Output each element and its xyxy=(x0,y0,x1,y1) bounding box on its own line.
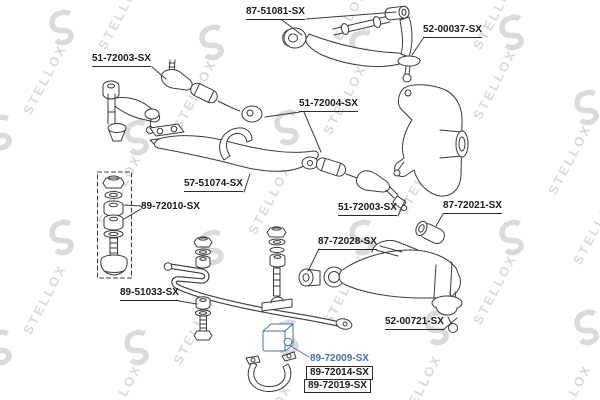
part-callout-87-72021-sx[interactable]: 87-72021-SX xyxy=(443,200,502,214)
part-callout-89-51033-sx[interactable]: 89-51033-SX xyxy=(120,287,179,301)
steering-knuckle-drawing xyxy=(393,84,469,197)
part-callout-89-72019-sx[interactable]: 89-72019-SX xyxy=(304,379,371,393)
tie-rod-end-right-drawing xyxy=(315,157,407,211)
lower-control-arm-drawing xyxy=(298,220,463,333)
stabilizer-bar-drawing xyxy=(163,262,353,330)
part-callout-89-72014-sx[interactable]: 89-72014-SX xyxy=(306,366,373,380)
part-callout-51-72003-sx-left[interactable]: 51-72003-SX xyxy=(92,53,151,67)
stabilizer-bracket-drawing xyxy=(245,351,297,392)
lower-arm-rear-bushing-drawing xyxy=(415,220,445,245)
part-callout-52-00037-sx[interactable]: 52-00037-SX xyxy=(423,24,482,38)
stabilizer-link-left-drawing xyxy=(193,236,213,341)
mounting-kit-dashed-box xyxy=(97,171,132,279)
part-callout-52-00721-sx[interactable]: 52-00721-SX xyxy=(385,316,444,330)
center-link-drawing xyxy=(149,123,319,172)
upper-arm-front-bushing-drawing xyxy=(282,27,307,49)
upper-arm-rear-bushing-drawing xyxy=(384,5,410,21)
stabilizer-bushing-highlighted-drawing[interactable] xyxy=(262,323,294,352)
part-callout-51-72004-sx[interactable]: 51-72004-SX xyxy=(299,98,358,112)
part-callout-87-72028-sx[interactable]: 87-72028-SX xyxy=(318,236,377,250)
stabilizer-mount-center-drawing xyxy=(261,226,293,312)
part-callout-89-72009-sx-highlighted[interactable]: 89-72009-SX xyxy=(310,353,369,364)
part-callout-57-51074-sx[interactable]: 57-51074-SX xyxy=(184,178,243,192)
idler-arm-drawing xyxy=(102,80,161,142)
part-callout-51-72003-sx-right[interactable]: 51-72003-SX xyxy=(338,202,397,216)
tie-rod-end-left-drawing xyxy=(161,59,263,123)
lower-arm-front-bushing-drawing xyxy=(298,268,321,287)
part-callout-89-72010-sx[interactable]: 89-72010-SX xyxy=(141,201,200,212)
part-callout-87-51081-sx[interactable]: 87-51081-SX xyxy=(246,6,305,20)
